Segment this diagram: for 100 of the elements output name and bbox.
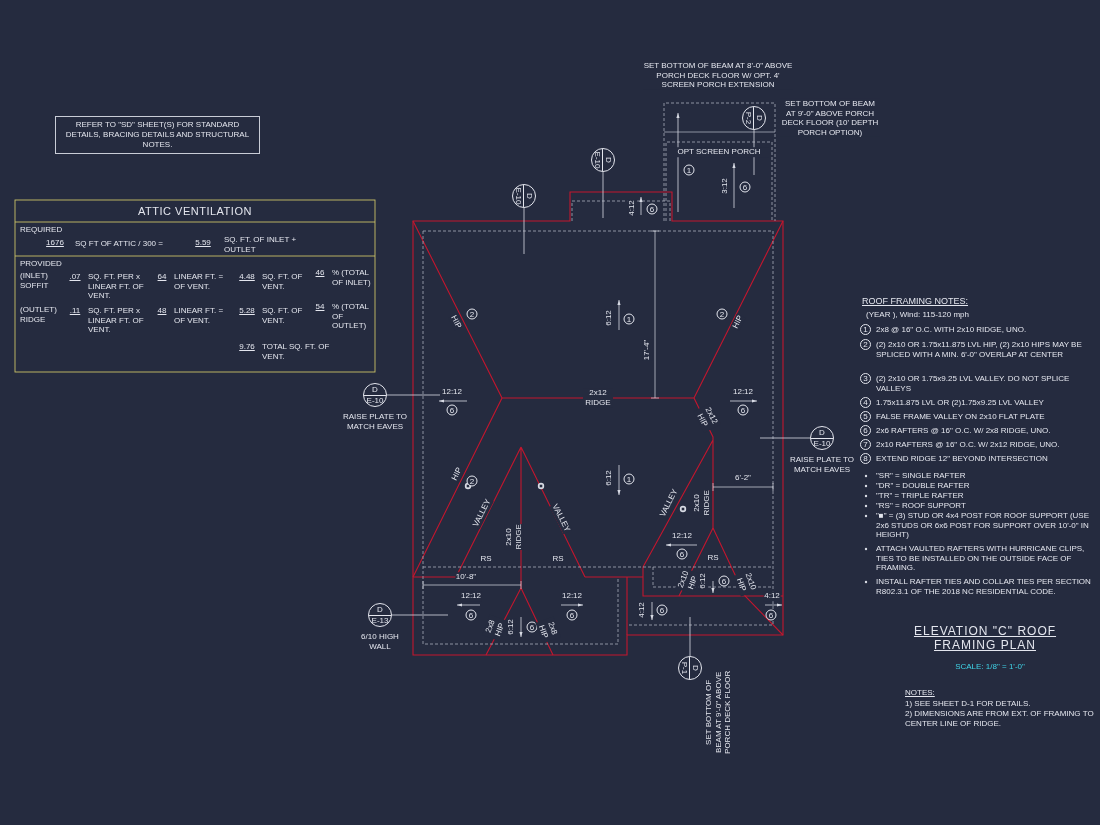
section-marker xyxy=(512,184,536,208)
note-text: 2x10 RAFTERS @ 16" O.C. W/ 2x12 RIDGE, UNO. xyxy=(876,440,1061,450)
callout-number: 4 xyxy=(860,397,871,408)
note-text: EXTEND RIDGE 12" BEYOND INTERSECTION xyxy=(876,454,1049,464)
callout-number: 7 xyxy=(860,439,871,450)
table-text: TOTAL SQ. FT. OF VENT. xyxy=(262,342,331,362)
callout-number: 6 xyxy=(737,404,749,416)
note-text: 2x8 @ 16" O.C. WITH 2x10 RIDGE, UNO. xyxy=(876,325,1028,335)
sheet-number: E-10 xyxy=(811,437,833,449)
detail-letter: D xyxy=(376,604,384,615)
table-text: (INLET) SOFFIT xyxy=(20,271,50,291)
table-text: SQ. FT. OF INLET + OUTLET xyxy=(224,235,298,255)
table-text: 5.28 xyxy=(238,306,256,316)
plan-note: SET BOTTOM OF BEAM AT 9'-0" ABOVE PORCH DECK FLOOR (10' DEPTH PORCH OPTION) xyxy=(780,98,880,138)
table-text: (OUTLET) RIDGE xyxy=(20,305,58,325)
callout-number: 1 xyxy=(860,324,871,335)
table-text: SQ. FT. OF VENT. xyxy=(262,272,304,292)
notes-heading: NOTES: xyxy=(905,688,936,698)
note-text: "RS" = ROOF SUPPORT xyxy=(876,501,967,511)
note-text: "■" = (3) STUD OR 4x4 POST FOR ROOF SUPPORT (USE 2x6 STUDS OR 6x6 POST FOR SUPPORT OVER 10'-0" IN HEIGHT) xyxy=(876,511,1090,540)
note-text: 1) SEE SHEET D-1 FOR DETAILS. xyxy=(905,699,1032,709)
table-text: SQ. FT. PER x LINEAR FT. OF VENT. xyxy=(88,272,145,301)
section-marker xyxy=(678,656,702,680)
callout-number: 5 xyxy=(860,411,871,422)
dimension-text: 17'-4" xyxy=(642,339,652,361)
callout-number: 2 xyxy=(466,308,478,320)
drawing-title: ELEVATION "C" ROOF FRAMING PLAN xyxy=(912,624,1058,653)
plan-label: 6:12 xyxy=(698,572,708,590)
note-box xyxy=(55,116,260,154)
table-text: PROVIDED xyxy=(20,259,63,269)
plan-label: 12:12 xyxy=(441,387,463,397)
callout-number: 1 xyxy=(623,473,635,485)
callout-number: 2 xyxy=(466,475,478,487)
note-text: "TR" = TRIPLE RAFTER xyxy=(876,491,965,501)
callout-number: 2 xyxy=(716,308,728,320)
table-text: REQUIRED xyxy=(20,225,64,235)
table-text: LINEAR FT. = OF VENT. xyxy=(174,306,225,326)
note-text: 1.75x11.875 LVL OR (2)1.75x9.25 LVL VALLEY xyxy=(876,398,1045,408)
plan-label: 2x10 RIDGE xyxy=(692,490,712,516)
plan-label: 6:12 xyxy=(604,469,614,487)
table-text: 64 xyxy=(156,272,168,282)
sheet-number: P-1 xyxy=(679,657,691,679)
table-text: SQ. FT. OF VENT. xyxy=(262,306,304,326)
note-text: (2) 2x10 OR 1.75x9.25 LVL VALLEY. DO NOT SPLICE VALLEYS xyxy=(876,374,1071,394)
plan-label: 4:12 xyxy=(763,591,781,601)
sheet-number: E-10 xyxy=(592,149,604,171)
table-text: LINEAR FT. = OF VENT. xyxy=(174,272,225,292)
table-text: 1676 xyxy=(45,238,65,248)
plan-label: 2x10 RIDGE xyxy=(504,524,524,550)
note-text: "DR" = DOUBLE RAFTER xyxy=(876,481,971,491)
callout-number: 6 xyxy=(656,604,668,616)
callout-number: 8 xyxy=(860,453,871,464)
section-marker xyxy=(591,148,615,172)
detail-letter: D xyxy=(524,192,535,201)
section-marker xyxy=(363,383,387,407)
notes-heading: ROOF FRAMING NOTES: xyxy=(862,296,969,307)
note-text: 2x6 RAFTERS @ 16" O.C. W/ 2x8 RIDGE, UNO. xyxy=(876,426,1052,436)
callout-number: 6 xyxy=(718,575,730,587)
table-text: 54 xyxy=(314,302,326,312)
marker-note: SET BOTTOM OF BEAM AT 9'-0" ABOVE PORCH DECK FLOOR xyxy=(703,670,733,755)
table-text: % (TOTAL OF OUTLET) xyxy=(332,302,370,331)
table-title: ATTIC VENTILATION xyxy=(138,205,252,217)
callout-number: 6 xyxy=(446,404,458,416)
note-text: (2) 2x10 OR 1.75x11.875 LVL HIP, (2) 2x10 HIPS MAY BE SPLICED WITH A MIN. 6'-0" OVERLAP AT CENTER xyxy=(876,340,1083,360)
callout-number: 1 xyxy=(623,313,635,325)
callout-number: 6 xyxy=(465,609,477,621)
plan-label: RS xyxy=(479,554,493,564)
plan-label: 12:12 xyxy=(460,591,482,601)
plan-label: 3:12 xyxy=(720,177,730,195)
table-text: 5.59 xyxy=(194,238,212,248)
callout-number: 6 xyxy=(566,609,578,621)
table-text: 9.76 xyxy=(238,342,256,352)
table-text: SQ FT OF ATTIC / 300 = xyxy=(75,239,164,249)
sheet-number: E-10 xyxy=(364,394,386,406)
section-marker xyxy=(742,106,766,130)
plan-label: RS xyxy=(706,553,720,563)
detail-letter: D xyxy=(603,156,614,165)
note-text: ATTACH VAULTED RAFTERS WITH HURRICANE CLIPS, TIES TO BE INSTALLED ON THE OUTSIDE FACE OF FRAMING. xyxy=(876,544,1086,573)
dimension-text: 10'-8" xyxy=(455,572,477,582)
detail-letter: D xyxy=(690,664,701,673)
note-text: "SR" = SINGLE RAFTER xyxy=(876,471,967,481)
callout-number: 6 xyxy=(676,548,688,560)
callout-number: 6 xyxy=(860,425,871,436)
plan-label: 12:12 xyxy=(671,531,693,541)
table-text: .11 xyxy=(68,306,82,316)
callout-number: 6 xyxy=(646,203,658,215)
plan-label: HIP xyxy=(449,465,465,483)
sheet-number: E-13 xyxy=(369,614,391,626)
notes-subheading: (YEAR ), Wind: 115-120 mph xyxy=(866,310,970,320)
plan-note: SET BOTTOM OF BEAM AT 8'-0" ABOVE PORCH DECK FLOOR W/ OPT. 4' SCREEN PORCH EXTENSION xyxy=(643,60,793,90)
plan-label: 12:12 xyxy=(561,591,583,601)
detail-letter: D xyxy=(818,427,826,438)
note-text: REFER TO "SD" SHEET(S) FOR STANDARD DETAILS, BRACING DETAILS AND STRUCTURAL NOTES. xyxy=(64,120,251,150)
callout-number: 2 xyxy=(860,339,871,350)
callout-number: 3 xyxy=(860,373,871,384)
note-text: FALSE FRAME VALLEY ON 2x10 FLAT PLATE xyxy=(876,412,1046,422)
dimension-text: 6'-2" xyxy=(734,473,752,483)
table-text: .07 xyxy=(68,272,82,282)
callout-number: 6 xyxy=(739,181,751,193)
sheet-number: P-2 xyxy=(743,107,755,129)
